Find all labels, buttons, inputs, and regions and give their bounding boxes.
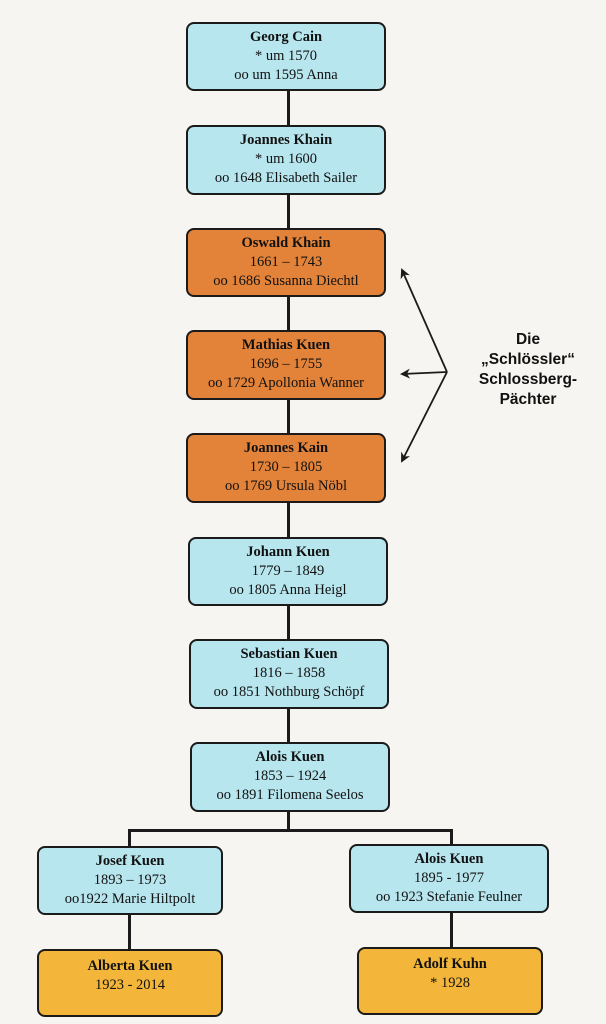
- annotation-line: Die: [515, 331, 541, 348]
- connector-line: [128, 914, 131, 950]
- person-box: Johann Kuen 1779 – 1849 oo 1805 Anna Hei…: [188, 537, 388, 606]
- person-name: Georg Cain: [249, 29, 323, 45]
- person-name: Alberta Kuen: [87, 958, 173, 974]
- person-box: Adolf Kuhn * 1928: [357, 947, 543, 1015]
- person-box: Oswald Khain 1661 – 1743 oo 1686 Susanna…: [186, 228, 386, 297]
- person-box: Joannes Kain 1730 – 1805 oo 1769 Ursula …: [186, 433, 386, 503]
- person-marriage: oo 1729 Apollonia Wanner: [207, 375, 365, 391]
- arrow-to-joannes-kain: [401, 371, 448, 463]
- person-marriage: oo 1923 Stefanie Feulner: [375, 889, 523, 905]
- person-name: Alois Kuen: [414, 851, 484, 867]
- person-dates: 1853 – 1924: [253, 768, 327, 784]
- arrow-to-oswald: [400, 268, 448, 373]
- connector-line: [128, 829, 131, 847]
- person-name: Joannes Khain: [239, 132, 333, 148]
- person-name: Joannes Kain: [243, 440, 329, 456]
- person-box: Joannes Khain * um 1600 oo 1648 Elisabet…: [186, 125, 386, 195]
- person-box: Sebastian Kuen 1816 – 1858 oo 1851 Nothb…: [189, 639, 389, 709]
- person-dates: * um 1600: [254, 151, 318, 167]
- annotation-line: „Schlössler“: [481, 351, 575, 368]
- person-name: Mathias Kuen: [241, 337, 331, 353]
- person-box: Georg Cain * um 1570 oo um 1595 Anna: [186, 22, 386, 91]
- person-name: Alois Kuen: [255, 749, 325, 765]
- annotation-label: Die „Schlössler“ Schlossberg- Pächter: [462, 330, 594, 410]
- person-box: Josef Kuen 1893 – 1973 oo1922 Marie Hilt…: [37, 846, 223, 915]
- person-box: Alois Kuen 1895 - 1977 oo 1923 Stefanie …: [349, 844, 549, 913]
- connector-line: [287, 296, 290, 331]
- person-marriage: oo um 1595 Anna: [234, 67, 338, 83]
- person-box: Mathias Kuen 1696 – 1755 oo 1729 Apollon…: [186, 330, 386, 400]
- person-dates: 1730 – 1805: [249, 459, 323, 475]
- connector-line: [287, 708, 290, 743]
- person-marriage: oo 1851 Nothburg Schöpf: [213, 684, 365, 700]
- person-marriage: oo 1769 Ursula Nöbl: [224, 478, 348, 494]
- person-dates: 1893 – 1973: [93, 872, 167, 888]
- connector-branch: [128, 829, 453, 832]
- person-marriage: oo 1686 Susanna Diechtl: [213, 273, 359, 289]
- arrow-to-mathias: [400, 368, 448, 379]
- person-dates: 1779 – 1849: [251, 563, 325, 579]
- person-name: Sebastian Kuen: [240, 646, 338, 662]
- person-dates: * um 1570: [254, 48, 318, 64]
- person-box: Alberta Kuen 1923 - 2014: [37, 949, 223, 1017]
- annotation-line: Schlossberg-: [478, 371, 578, 388]
- person-name: Josef Kuen: [95, 853, 165, 869]
- connector-line: [287, 194, 290, 228]
- connector-line: [450, 829, 453, 845]
- person-dates: 1895 - 1977: [413, 870, 485, 886]
- person-dates: * 1928: [430, 975, 470, 991]
- person-marriage: oo1922 Marie Hiltpolt: [64, 891, 196, 907]
- person-box: Alois Kuen 1853 – 1924 oo 1891 Filomena …: [190, 742, 390, 812]
- person-marriage: oo 1805 Anna Heigl: [229, 582, 347, 598]
- connector-line: [287, 502, 290, 538]
- person-dates: 1661 – 1743: [249, 254, 323, 270]
- person-marriage: oo 1648 Elisabeth Sailer: [214, 170, 358, 186]
- annotation-line: Pächter: [499, 391, 557, 408]
- person-dates: 1816 – 1858: [252, 665, 326, 681]
- person-marriage: oo 1891 Filomena Seelos: [216, 787, 364, 803]
- person-dates: 1923 - 2014: [94, 977, 166, 993]
- person-name: Johann Kuen: [246, 544, 330, 560]
- person-name: Oswald Khain: [241, 235, 331, 251]
- connector-line: [287, 605, 290, 640]
- connector-line: [287, 90, 290, 126]
- person-dates: 1696 – 1755: [249, 356, 323, 372]
- connector-line: [450, 912, 453, 948]
- person-name: Adolf Kuhn: [413, 956, 487, 972]
- connector-line: [287, 811, 290, 831]
- connector-line: [287, 399, 290, 434]
